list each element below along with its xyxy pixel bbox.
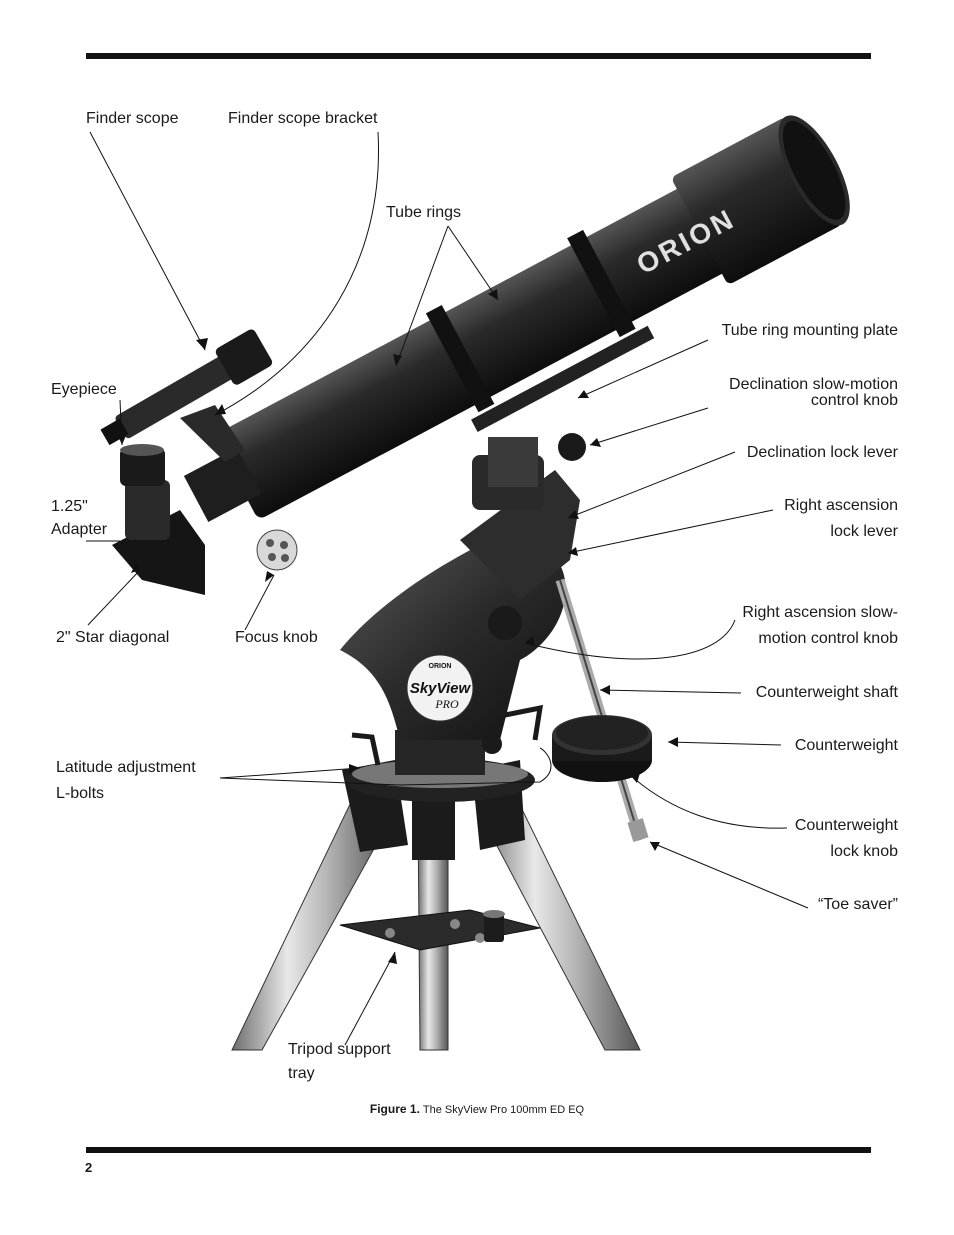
label-counterweight-lock-knob: Counterweight lock knob <box>795 813 898 865</box>
figure-caption: Figure 1.The SkyView Pro 100mm ED EQ <box>0 1102 954 1116</box>
label-counterweight-shaft: Counterweight shaft <box>755 684 898 701</box>
counterweight-assembly <box>552 578 652 842</box>
label-focus-knob: Focus knob <box>235 629 318 646</box>
page-number: 2 <box>85 1160 93 1175</box>
label-counterweight: Counterweight <box>794 737 898 754</box>
arrowheads <box>117 289 678 964</box>
equatorial-mount <box>340 433 586 754</box>
label-cw-lock-line1: Counterweight <box>794 817 898 834</box>
label-cw-lock-line2: lock knob <box>830 843 898 860</box>
badge-line1-text: SkyView <box>410 680 472 697</box>
label-star-diagonal: 2" Star diagonal <box>56 629 170 646</box>
tripod-tray <box>339 909 541 951</box>
label-eyepiece: Eyepiece <box>51 381 117 398</box>
label-latitude-l-bolts: Latitude adjustment L-bolts <box>56 755 196 807</box>
label-toe-saver: “Toe saver” <box>817 896 898 913</box>
skyview-badge: ORION SkyView PRO <box>406 654 474 722</box>
label-dec-slow-motion: Declination slow-motion control knob <box>729 377 898 409</box>
badge-line2-text: PRO <box>434 697 459 711</box>
figure-caption-text: The SkyView Pro 100mm ED EQ <box>422 1104 585 1116</box>
star-diagonal <box>112 444 205 595</box>
label-ra-lock-lever: Right ascension lock lever <box>784 493 898 545</box>
label-adapter: 1.25" Adapter <box>51 494 107 543</box>
finder-scope <box>100 329 273 462</box>
label-tube-ring-plate: Tube ring mounting plate <box>721 322 898 339</box>
label-tripod-tray-line2: tray <box>288 1065 315 1082</box>
label-dec-slow-line1: Declination slow-motion <box>729 376 898 393</box>
badge-brand-text: ORION <box>429 663 452 670</box>
label-latitude-line2: L-bolts <box>56 785 105 802</box>
label-finder-scope: Finder scope <box>86 110 179 127</box>
label-adapter-line2: Adapter <box>51 521 108 538</box>
label-ra-slow-line2: motion control knob <box>758 630 898 647</box>
label-tube-rings: Tube rings <box>386 204 461 221</box>
label-dec-slow-line2: control knob <box>810 392 898 409</box>
label-ra-lock-line1: Right ascension <box>784 497 898 514</box>
label-finder-scope-bracket: Finder scope bracket <box>228 110 378 127</box>
optical-tube: ORION <box>183 115 850 571</box>
label-latitude-line1: Latitude adjustment <box>56 759 196 776</box>
bottom-rule <box>86 1147 871 1153</box>
label-adapter-line1: 1.25" <box>51 498 88 515</box>
label-ra-slow-line1: Right ascension slow- <box>742 604 898 621</box>
label-ra-slow-motion: Right ascension slow- motion control kno… <box>742 600 898 652</box>
label-dec-lock-lever: Declination lock lever <box>746 444 898 461</box>
figure-caption-label: Figure 1. <box>369 1102 420 1116</box>
latitude-l-bolts <box>351 704 544 766</box>
label-ra-lock-line2: lock lever <box>830 523 898 540</box>
label-tripod-tray-line1: Tripod support <box>288 1041 391 1058</box>
tripod-legs <box>231 760 641 1051</box>
callout-lines <box>86 131 809 1046</box>
label-tripod-tray: Tripod support tray <box>288 1037 391 1087</box>
top-rule <box>86 53 871 59</box>
